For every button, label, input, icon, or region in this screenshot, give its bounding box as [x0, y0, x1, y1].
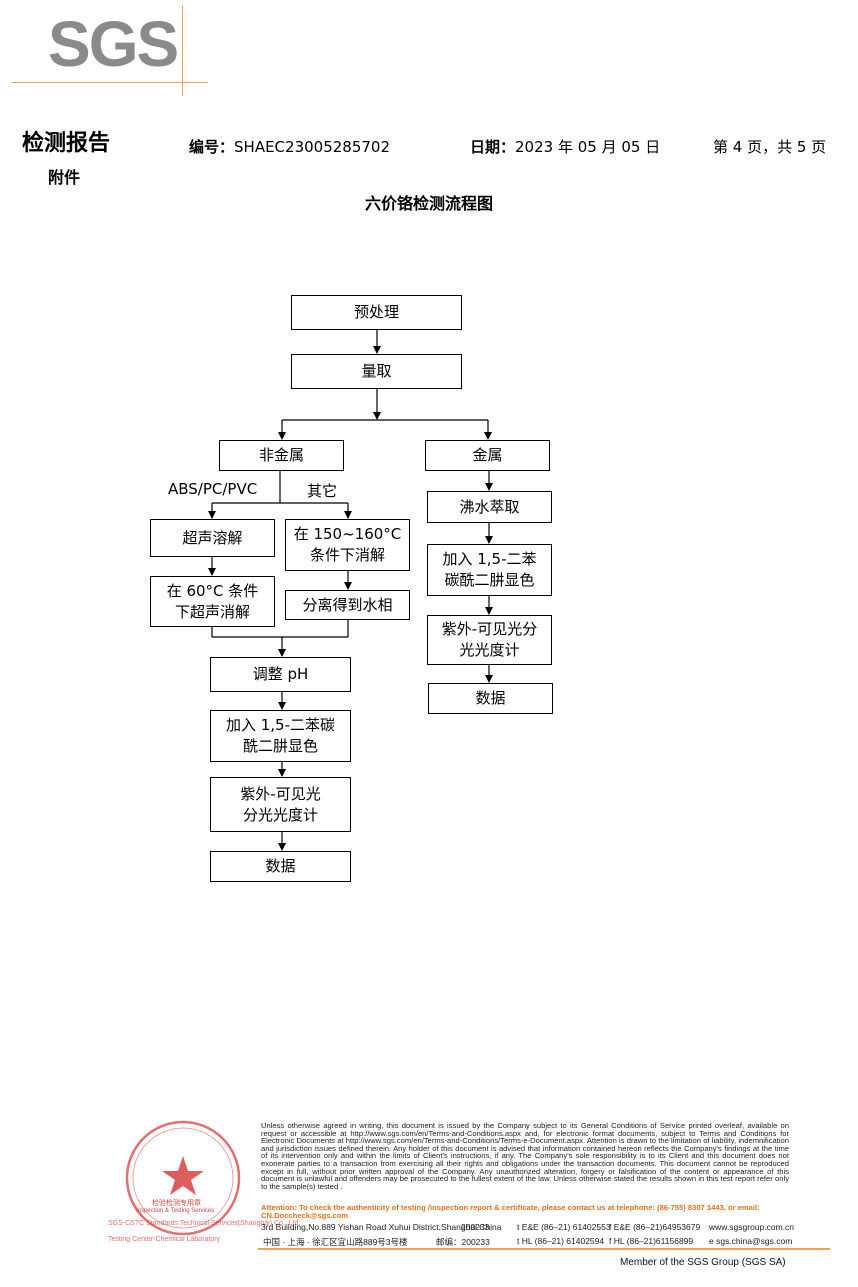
- step-add-dpc-right: 加入 1,5-二苯碳酰二肼显色: [427, 544, 552, 596]
- report-date-value: 2023 年 05 月 05 日: [515, 138, 661, 156]
- stamp-subtitle: Inspection & Testing Services: [136, 1208, 215, 1214]
- flowchart-title: 六价铬检测流程图: [364, 194, 493, 213]
- step-boiling-extract: 沸水萃取: [427, 491, 552, 523]
- step-uv-vis-right: 紫外-可见光分光光度计: [427, 615, 552, 665]
- step-measure: 量取: [291, 354, 462, 389]
- logo-rule-horizontal: [12, 82, 208, 83]
- report-number: 编号：SHAEC23005285702: [189, 136, 390, 157]
- step-metal: 金属: [425, 440, 550, 471]
- tel-en: t E&E (86–21) 61402553: [517, 1222, 611, 1232]
- report-title: 检测报告: [22, 131, 111, 156]
- report-number-value: SHAEC23005285702: [234, 138, 391, 156]
- step-data-left: 数据: [210, 851, 351, 882]
- page-info: 第 4 页，共 5 页: [713, 138, 827, 156]
- stamp-org: SGS-CSTC Standards Technical Services(Sh…: [108, 1220, 301, 1227]
- member-statement: Member of the SGS Group (SGS SA): [620, 1257, 786, 1268]
- label-other: 其它: [307, 482, 338, 500]
- step-ultrasonic-60: 在 60°C 条件下超声消解: [150, 576, 275, 627]
- flowchart-connectors: [208, 330, 493, 851]
- step-digest-150: 在 150~160°C 条件下消解: [285, 519, 410, 571]
- step-add-dpc-left: 加入 1,5-二苯碳酰二肼显色: [210, 710, 351, 762]
- footer-attention: Attention: To check the authenticity of …: [261, 1203, 760, 1220]
- step-adjust-ph: 调整 pH: [210, 657, 351, 692]
- sgs-logo: SGS: [48, 8, 179, 80]
- postcode-en: 200233: [461, 1222, 490, 1232]
- address-en: 3rd Building,No.889 Yishan Road Xuhui Di…: [261, 1222, 502, 1232]
- company-stamp: 检验检测专用章 Inspection & Testing Services: [108, 1118, 258, 1248]
- address-cn: 中国 · 上海 · 徐汇区宜山路889号3号楼: [263, 1237, 408, 1247]
- label-abs-pc-pvc: ABS/PC/PVC: [168, 480, 258, 498]
- report-number-label: 编号：: [189, 138, 235, 156]
- report-date: 日期：2023 年 05 月 05 日: [470, 136, 660, 157]
- step-ultrasonic-dissolve: 超声溶解: [150, 519, 275, 557]
- step-separate-aqueous: 分离得到水相: [285, 590, 410, 620]
- step-uv-vis-left: 紫外-可见光分光光度计: [210, 777, 351, 832]
- tel-cn: t HL (86–21) 61402594: [517, 1236, 605, 1246]
- stamp-icon: [125, 1120, 241, 1236]
- attachment-label: 附件: [48, 168, 81, 187]
- footer-rule: [258, 1248, 830, 1250]
- email-link[interactable]: e sgs.china@sgs.com: [709, 1236, 793, 1246]
- step-pretreat: 预处理: [291, 295, 462, 330]
- website-link[interactable]: www.sgsgroup.com.cn: [709, 1222, 795, 1232]
- stamp-center: Testing Center-Chemical Laboratory: [108, 1236, 221, 1243]
- step-nonmetal: 非金属: [219, 440, 344, 471]
- step-data-right: 数据: [428, 683, 553, 714]
- logo-rule-vertical: [182, 6, 183, 96]
- fax-cn: f HL (86–21)61156899: [609, 1236, 694, 1246]
- stamp-title: 检验检测专用章: [152, 1200, 201, 1207]
- report-date-label: 日期：: [470, 138, 516, 156]
- postcode-cn: 邮编：200233: [436, 1237, 490, 1247]
- fax-en: f E&E (86–21)64953679: [609, 1222, 701, 1232]
- footer-disclaimer: Unless otherwise agreed in writing, this…: [261, 1121, 789, 1191]
